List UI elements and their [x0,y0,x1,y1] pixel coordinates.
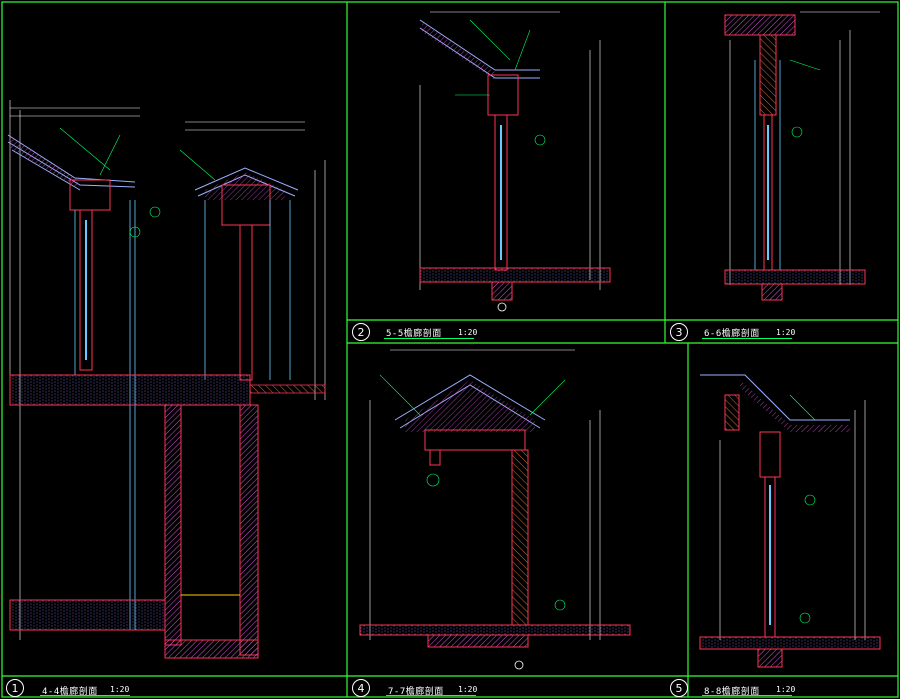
section-drawing-5 [699,374,881,668]
panel-title-underline-5 [702,695,792,696]
section-drawing-3 [724,11,880,301]
panel-title-underline-3 [702,338,792,339]
panel-title-underline-2 [384,338,474,339]
panel-title-1: 4-4檐廊剖面 [42,687,98,697]
panel-title-4: 7-7檐廊剖面 [388,687,444,697]
panel-title-underline-1 [40,695,130,696]
panel-title-3: 6-6檐廊剖面 [704,329,760,339]
panel-title-5: 8-8檐廊剖面 [704,687,760,697]
panel-number-5: 5 [670,679,688,697]
panel-scale-5: 1:20 [776,685,796,694]
section-drawing-1 [7,100,326,659]
panel-title-2: 5-5檐廊剖面 [386,329,442,339]
panel-number-4: 4 [352,679,370,697]
section-drawing-4 [359,349,631,670]
panel-number-3: 3 [670,323,688,341]
panel-scale-1: 1:20 [110,685,130,694]
panel-number-2: 2 [352,323,370,341]
panel-scale-3: 1:20 [776,328,796,337]
section-drawing-2 [419,11,611,312]
panel-scale-2: 1:20 [458,328,478,337]
panel-title-underline-4 [386,695,476,696]
panel-scale-4: 1:20 [458,685,478,694]
panel-number-1: 1 [6,679,24,697]
